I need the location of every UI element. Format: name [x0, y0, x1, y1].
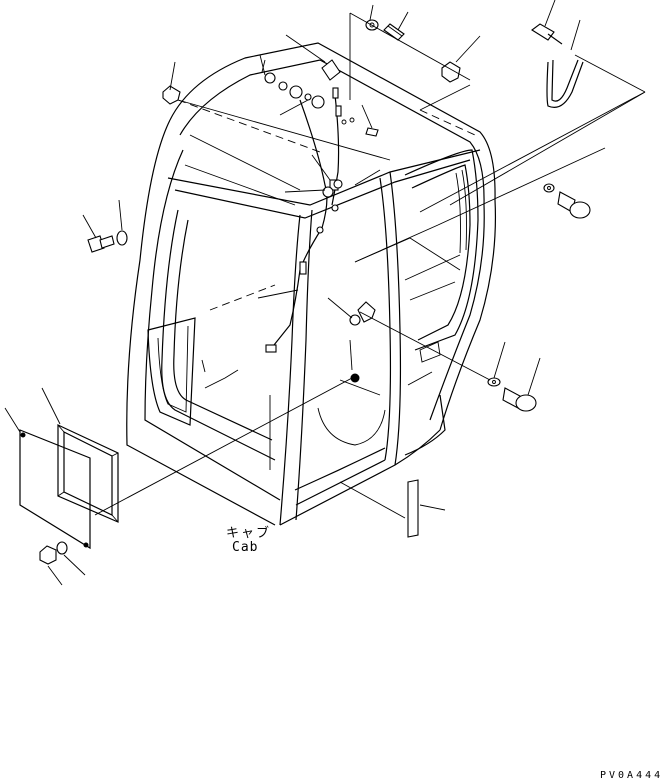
cab-label-english: Cab — [232, 540, 259, 555]
cab-label-japanese: キャブ — [226, 526, 272, 541]
trim-strip — [407, 479, 419, 538]
wire-harness — [265, 94, 340, 353]
cab-frame — [126, 42, 497, 526]
left-hardware — [87, 230, 128, 253]
inner-fasteners — [316, 179, 376, 383]
leader-lines — [4, 0, 646, 586]
top-hardware — [162, 19, 584, 137]
right-hardware — [487, 183, 591, 412]
bottom-nut-washer — [39, 541, 68, 565]
side-plate-and-seal — [19, 424, 119, 550]
drawing-code: PV0A444 — [600, 770, 664, 781]
